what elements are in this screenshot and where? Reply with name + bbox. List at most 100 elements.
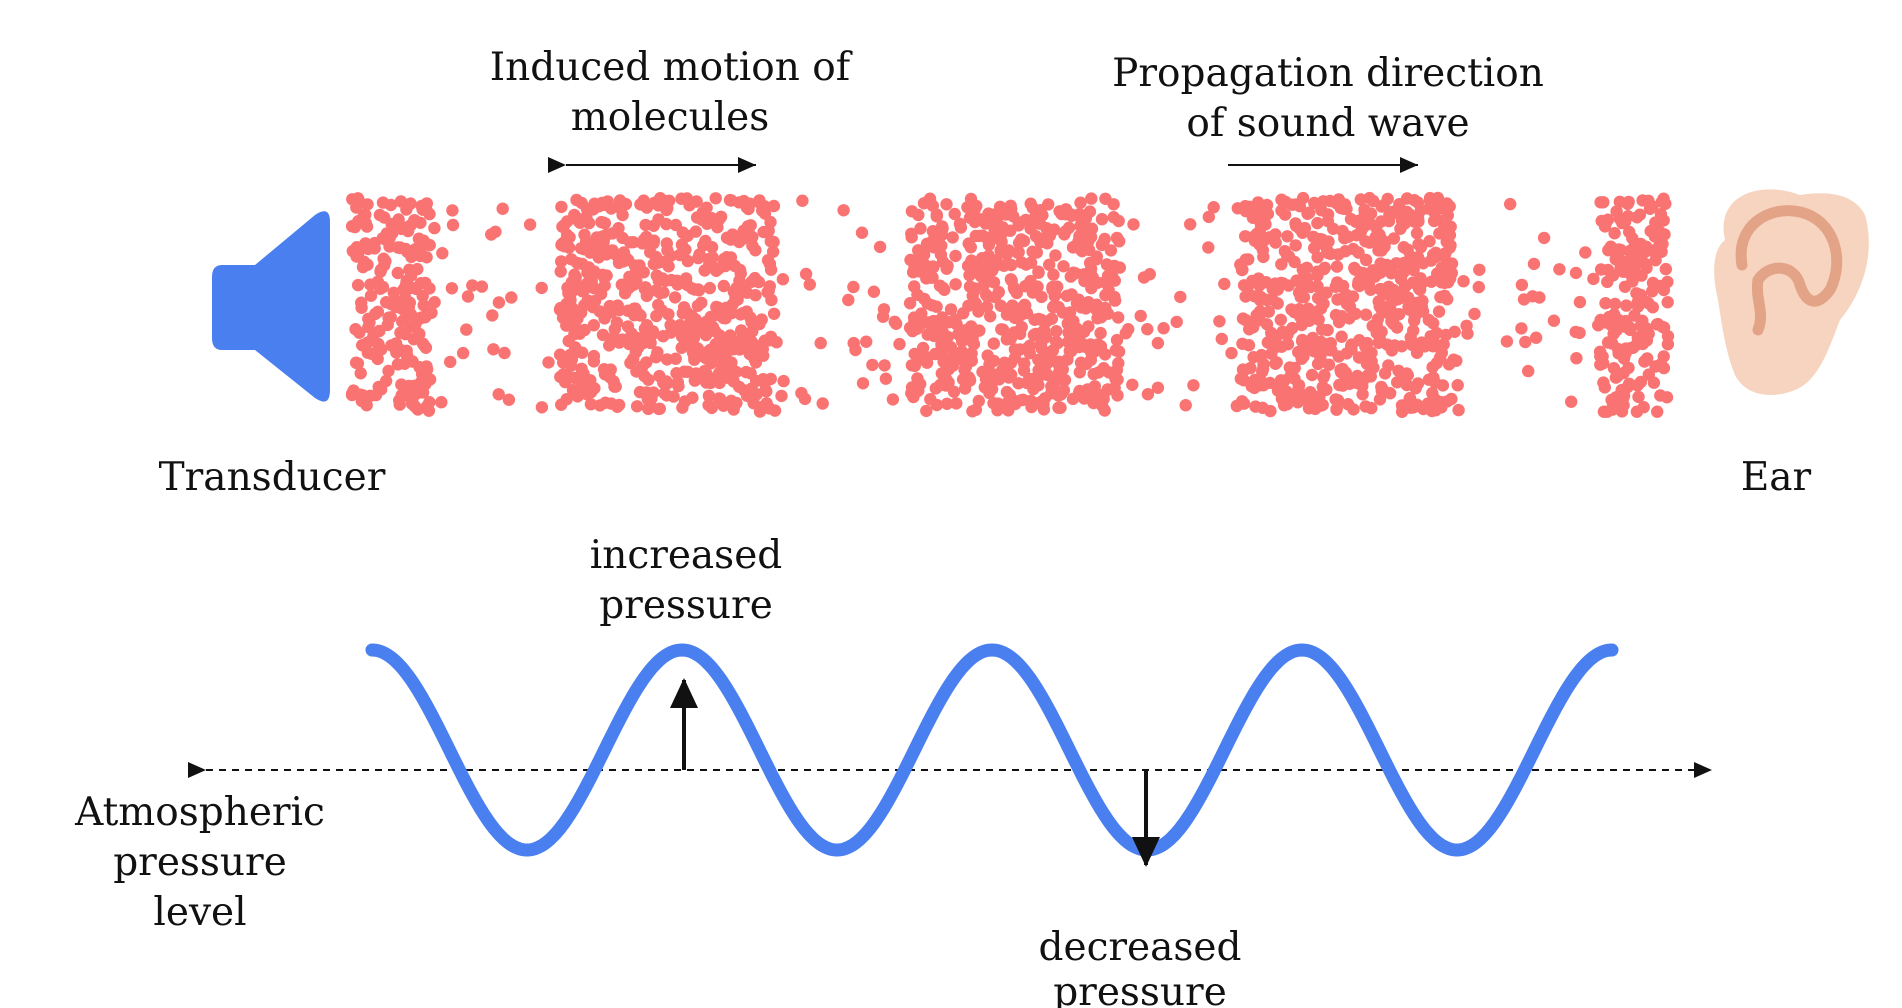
molecule-dot (1283, 361, 1297, 374)
molecule-dot (1016, 393, 1030, 406)
molecule-dot (361, 346, 374, 359)
molecule-dot (425, 306, 438, 319)
molecule-dot (1623, 323, 1637, 337)
molecule-dot (1601, 336, 1615, 349)
molecule-dot (940, 397, 954, 410)
molecule-dot (523, 218, 537, 231)
molecule-dot (1651, 405, 1664, 418)
molecule-dot (798, 392, 812, 406)
molecule-dot (601, 195, 614, 208)
molecule-dot (912, 251, 925, 265)
molecule-dot (1401, 243, 1414, 256)
molecule-dot (1394, 222, 1407, 235)
molecule-dot (842, 293, 855, 307)
molecule-dot (1332, 350, 1345, 363)
molecule-dot (927, 261, 940, 274)
molecule-dot (950, 397, 963, 410)
molecule-dot (893, 337, 906, 351)
molecule-dot (1416, 294, 1429, 308)
molecule-dot (1384, 304, 1398, 317)
molecule-dot (1434, 272, 1447, 285)
molecule-dot (1281, 398, 1294, 411)
molecule-dot (486, 309, 499, 322)
molecule-dot (728, 231, 741, 244)
molecule-dot (1111, 389, 1124, 402)
molecule-dot (1329, 393, 1342, 406)
ear-label: Ear (1741, 455, 1812, 500)
molecule-dot (405, 397, 419, 411)
molecule-dot (361, 198, 374, 211)
molecule-dot (376, 196, 390, 209)
molecule-dot (383, 240, 396, 253)
molecule-dot (1317, 262, 1331, 276)
molecule-dot (355, 394, 368, 408)
molecule-dot (1360, 218, 1373, 231)
molecule-dot (1335, 377, 1349, 391)
molecule-dot (1099, 192, 1112, 205)
molecule-dot (1610, 400, 1624, 414)
molecule-dot (1519, 335, 1532, 349)
molecule-dot (714, 334, 728, 347)
molecule-dot (638, 369, 651, 383)
molecule-dot (914, 222, 927, 235)
molecule-dot (677, 275, 691, 289)
molecule-dot (837, 204, 850, 217)
molecule-dot (748, 352, 761, 366)
molecule-dot (1403, 392, 1416, 406)
molecule-dot (571, 372, 584, 385)
molecule-dot (1260, 293, 1273, 307)
molecule-dot (1215, 332, 1229, 346)
molecule-dot (1430, 326, 1443, 340)
molecule-dot (555, 200, 568, 214)
molecule-dot (761, 286, 774, 299)
molecule-dot (567, 275, 580, 288)
molecule-dot (599, 396, 612, 409)
pressure-wave (365, 643, 1619, 857)
molecule-dot (1412, 282, 1426, 295)
molecule-dot (1082, 296, 1095, 309)
molecule-dot (1399, 279, 1412, 293)
molecule-dot (1472, 280, 1486, 294)
molecule-dot (628, 259, 642, 272)
molecule-dot (1522, 364, 1535, 378)
molecule-dot (860, 335, 873, 348)
molecule-dot (1097, 236, 1110, 249)
molecule-dot (1412, 238, 1425, 251)
molecule-dot (657, 376, 670, 389)
molecule-dot (1297, 291, 1311, 304)
molecule-dot (373, 208, 387, 222)
molecule-dot (1378, 240, 1391, 253)
molecule-dot (767, 199, 781, 213)
molecule-dot (1416, 305, 1430, 318)
molecule-dot (1631, 379, 1644, 392)
molecule-dot (1527, 257, 1541, 271)
molecule-dot (702, 398, 715, 412)
molecule-dot (928, 323, 941, 337)
molecule-dot (1327, 222, 1340, 235)
molecule-dot (1351, 278, 1365, 291)
molecule-dot (371, 344, 384, 358)
molecule-dot (593, 305, 606, 318)
molecule-dot (1445, 257, 1459, 270)
molecule-dot (1050, 374, 1063, 387)
molecule-dot (1064, 270, 1078, 283)
molecule-dot (435, 396, 448, 409)
molecule-dot (638, 282, 651, 296)
molecule-dot (397, 314, 410, 327)
molecule-dot (1060, 289, 1074, 303)
molecule-dot (1316, 380, 1330, 394)
molecule-dot (1003, 388, 1016, 402)
molecule-dot (1151, 381, 1165, 394)
molecule-dot (446, 204, 459, 217)
molecule-dot (1008, 283, 1021, 296)
molecule-dot (888, 315, 901, 328)
molecule-dot (734, 267, 747, 280)
molecule-dot (994, 299, 1007, 312)
molecule-dot (573, 216, 587, 229)
molecule-dot (345, 220, 359, 233)
molecule-dot (974, 270, 988, 283)
molecule-dot (578, 282, 592, 296)
molecule-dot (704, 343, 717, 356)
molecule-dot (1444, 220, 1457, 233)
molecule-dot (595, 215, 608, 229)
